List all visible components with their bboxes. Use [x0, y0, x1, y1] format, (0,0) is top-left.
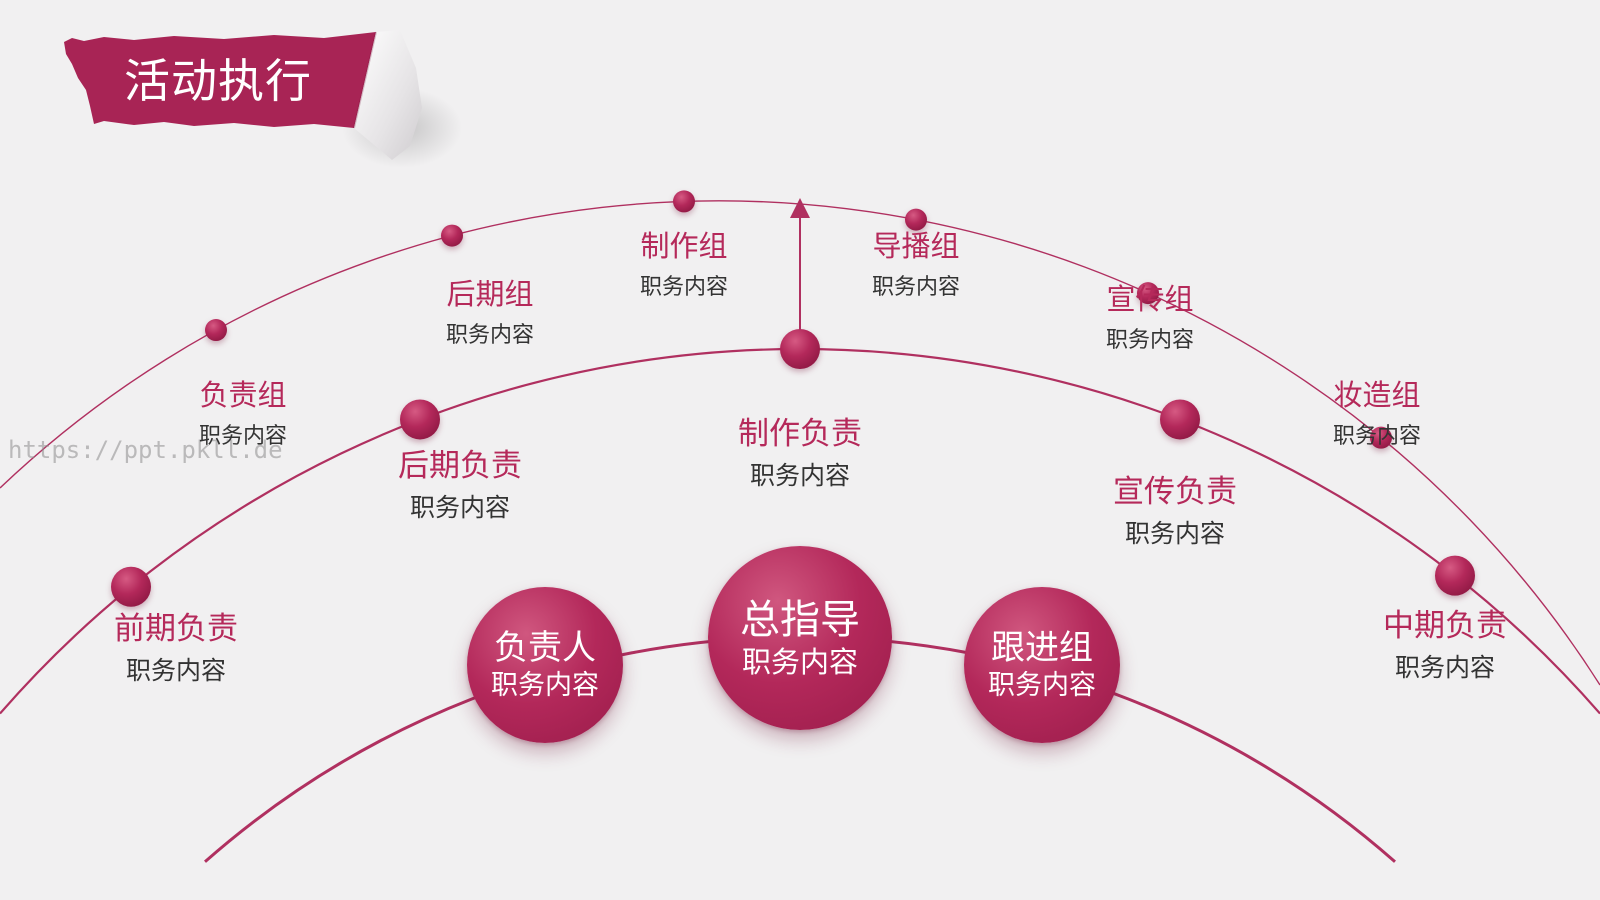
outer-node-title: 后期组 [446, 277, 534, 311]
middle-node-sub: 职务内容 [125, 656, 227, 685]
outer-node-title: 负责组 [199, 378, 287, 412]
core-circle-sub: 职务内容 [988, 669, 1096, 701]
outer-node-sub: 职务内容 [871, 275, 961, 300]
outer-ring-dot [905, 208, 927, 231]
core-circle-left: 负责人 职务内容 [467, 587, 623, 743]
outer-ring-arc [0, 200, 1600, 686]
outer-node-sub: 职务内容 [1332, 424, 1422, 449]
middle-ring-dot [780, 329, 820, 369]
middle-node-title: 前期负责 [114, 611, 238, 647]
outer-node-title: 导播组 [872, 229, 960, 263]
outer-node-title: 制作组 [640, 229, 728, 263]
core-circle-sub: 职务内容 [741, 644, 858, 679]
core-circle-right: 跟进组 职务内容 [964, 587, 1120, 743]
outer-ring-dot [1137, 282, 1159, 305]
outer-ring-dot [205, 319, 227, 342]
title-banner [64, 28, 484, 168]
middle-node-title: 宣传负责 [1113, 474, 1237, 510]
core-circle-title: 总指导 [740, 596, 860, 643]
middle-ring-dot [400, 399, 440, 440]
outer-node-title: 妆造组 [1333, 378, 1421, 412]
watermark-text: https://ppt.pkll.de [8, 436, 283, 464]
core-circle-title: 跟进组 [991, 627, 1093, 668]
middle-node-sub: 职务内容 [409, 493, 511, 522]
middle-ring-dot [1160, 399, 1200, 440]
outer-ring-dot [441, 224, 463, 247]
torn-paper-banner [64, 30, 462, 168]
outer-ring-dot [1370, 426, 1392, 449]
outer-node-title: 宣传组 [1106, 282, 1194, 316]
ring-dots [111, 190, 1475, 607]
outer-node-sub: 职务内容 [445, 323, 535, 348]
middle-node-title: 中期负责 [1383, 608, 1507, 644]
outer-node-sub: 职务内容 [198, 424, 288, 449]
outer-node-sub: 职务内容 [1105, 328, 1195, 353]
middle-node-sub: 职务内容 [749, 461, 851, 490]
core-circle-center: 总指导 职务内容 [708, 546, 892, 730]
middle-node-sub: 职务内容 [1124, 519, 1226, 548]
middle-node-title: 制作负责 [738, 416, 862, 452]
core-circle-sub: 职务内容 [491, 669, 599, 701]
core-circle-title: 负责人 [494, 627, 596, 668]
middle-ring-dot [111, 566, 151, 607]
outer-node-sub: 职务内容 [639, 275, 729, 300]
middle-node-title: 后期负责 [398, 448, 522, 484]
outer-ring-dot [673, 190, 695, 213]
page-title: 活动执行 [124, 54, 312, 108]
middle-ring-dot [1435, 555, 1475, 596]
middle-node-sub: 职务内容 [1394, 653, 1496, 682]
